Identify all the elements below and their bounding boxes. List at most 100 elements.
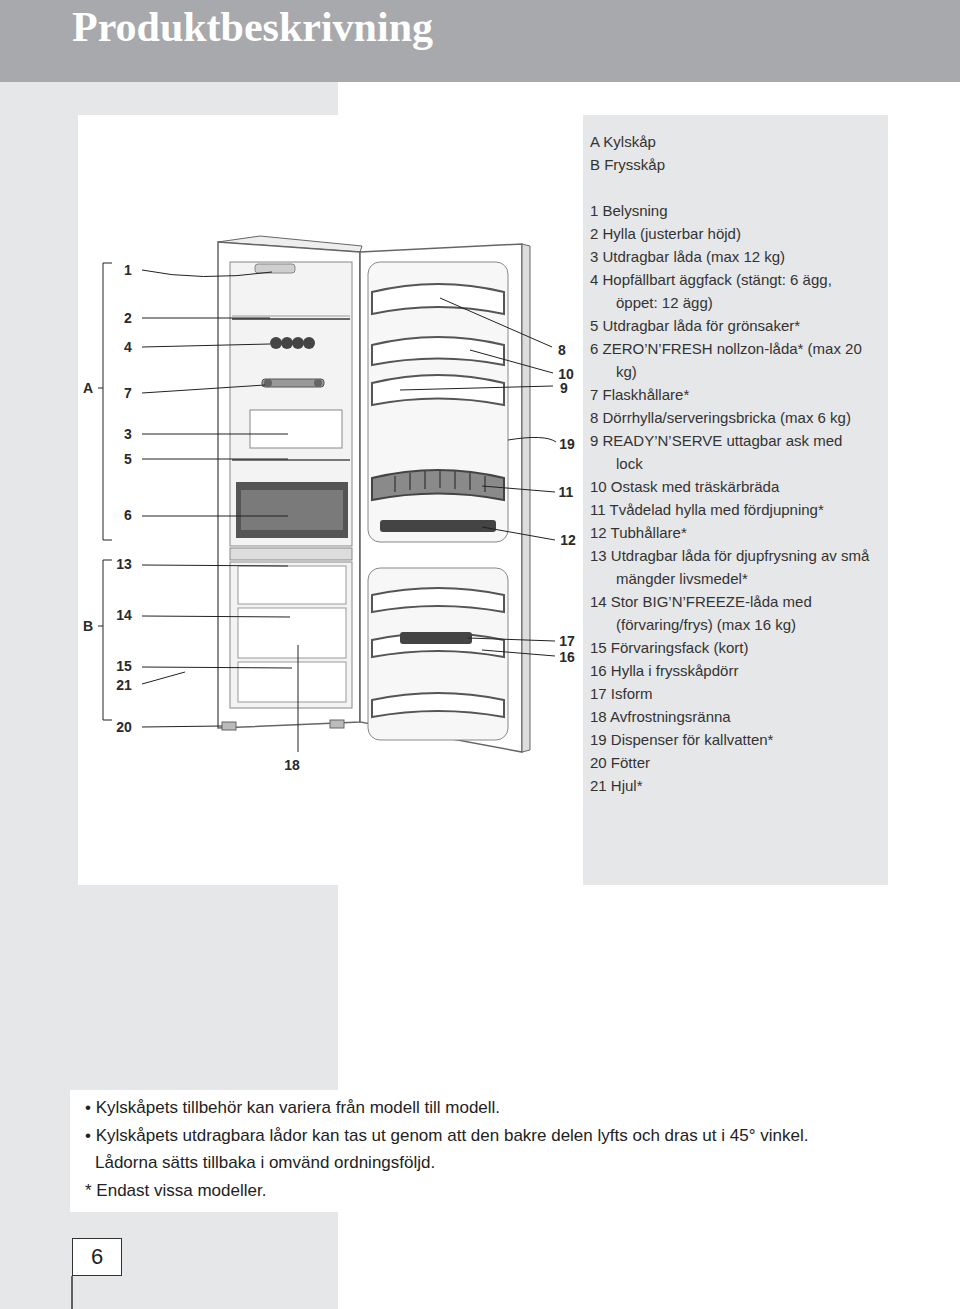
shelf [232,316,350,317]
callout-number: 6 [124,508,132,522]
leader-line [142,516,288,517]
egg [281,337,293,349]
ice-tray [400,632,472,644]
text-line: 19 Dispenser för kallvatten* [616,728,870,751]
text-line: 9 READY’N’SERVE uttagbar ask med lock [616,429,870,475]
leader-line [298,645,299,752]
text-line: A Kylskåp [616,130,870,153]
callout-number: 19 [559,437,575,451]
freezer-drawer [238,608,346,658]
leader-line [142,385,265,393]
door [360,244,522,752]
callout-number: 8 [558,343,566,357]
egg [270,337,282,349]
freezer-door-shelf [372,633,504,657]
text-line: 10 Ostask med träskärbräda [616,475,870,498]
callout-number: 16 [559,650,575,664]
leader-line [142,434,288,435]
callout-number: 21 [116,678,132,692]
text-line: * Endast vissa modeller. [95,1177,875,1205]
freezer-compartment [230,562,352,708]
text-line: 1 Belysning [616,199,870,222]
leader-line [142,672,185,684]
door-shelf [372,337,504,365]
drawer [250,410,342,448]
leader-line [142,344,270,347]
fridge-illustration [218,236,530,752]
door-shelf [372,375,504,405]
bracket [98,560,112,720]
text-line: • Kylskåpets tillbehör kan variera från … [95,1094,875,1122]
leader-line [482,650,555,656]
text-line: B Frysskåp [616,153,870,176]
door-edge [522,244,530,752]
text-line: 15 Förvaringsfack (kort) [616,636,870,659]
callout-number: 11 [559,485,574,499]
lamp [255,264,295,273]
text-line: 14 Stor BIG’N’FREEZE-låda med (förvaring… [616,590,870,636]
bottle-holder-bump [314,379,322,387]
leader-line [142,459,288,460]
callout-number: A [83,381,93,395]
text-line: 20 Fötter [616,751,870,774]
foot [222,722,236,730]
callout-number: 9 [560,381,568,395]
text-line: 3 Utdragbar låda (max 12 kg) [616,245,870,268]
bracket [98,263,112,540]
text-line: 17 Isform [616,682,870,705]
leader-line [142,616,290,617]
door-shelf [372,284,504,314]
text-line: 7 Flaskhållare* [616,383,870,406]
callout-number: 20 [116,720,132,734]
leader-line [142,318,270,319]
freezer-door-shelf [372,693,504,717]
leader-line [142,667,292,668]
text-line: • Kylskåpets utdragbara lådor kan tas ut… [95,1122,875,1177]
leader-line [142,726,222,727]
freezer-drawer [238,566,346,604]
tube-holder [380,520,496,532]
zero-fresh-front [241,490,343,530]
text-line: 18 Avfrostningsränna [616,705,870,728]
text-line: 12 Tubhållare* [616,521,870,544]
illustration-ground [78,115,583,885]
callout-number: 1 [124,263,132,277]
leader-line [142,565,288,566]
divider [230,548,352,560]
leader-line [468,638,555,641]
leader-line [482,486,555,492]
header-bar [0,0,960,82]
notes-box: • Kylskåpets tillbehör kan variera från … [70,1090,890,1212]
door-shelf [372,470,504,500]
callout-number: 3 [124,427,132,441]
text-line: 5 Utdragbar låda för grönsaker* [616,314,870,337]
shelf-grid [395,470,485,492]
text-line: 16 Hylla i frysskåpdörr [616,659,870,682]
text-line: 13 Utdragbar låda för djupfrysning av sm… [616,544,870,590]
callout-number: 7 [124,386,132,400]
callout-number: 18 [284,758,300,772]
door-liner [368,568,508,740]
callout-number: 4 [124,340,132,354]
leader-line [142,270,272,277]
foot [330,720,344,728]
page-number-box: 6 [72,1238,122,1276]
text-line: 2 Hylla (justerbar höjd) [616,222,870,245]
callout-number: 12 [560,533,576,547]
egg [292,337,304,349]
freezer-door-shelf [372,588,504,612]
text-line: 6 ZERO’N’FRESH nollzon-låda* (max 20 kg) [616,337,870,383]
callout-number: 14 [116,608,132,622]
callout-number: B [83,619,93,633]
leader-lines [98,263,556,752]
callout-number: 2 [124,311,132,325]
callout-number: 10 [558,367,574,381]
leader-line [470,350,553,373]
page-rule [71,1276,73,1309]
callout-number: 15 [116,659,132,673]
page-title: Produktbeskrivning [72,4,433,50]
door-liner [368,262,508,542]
callout-number: 17 [559,634,575,648]
callout-number: 13 [116,557,132,571]
